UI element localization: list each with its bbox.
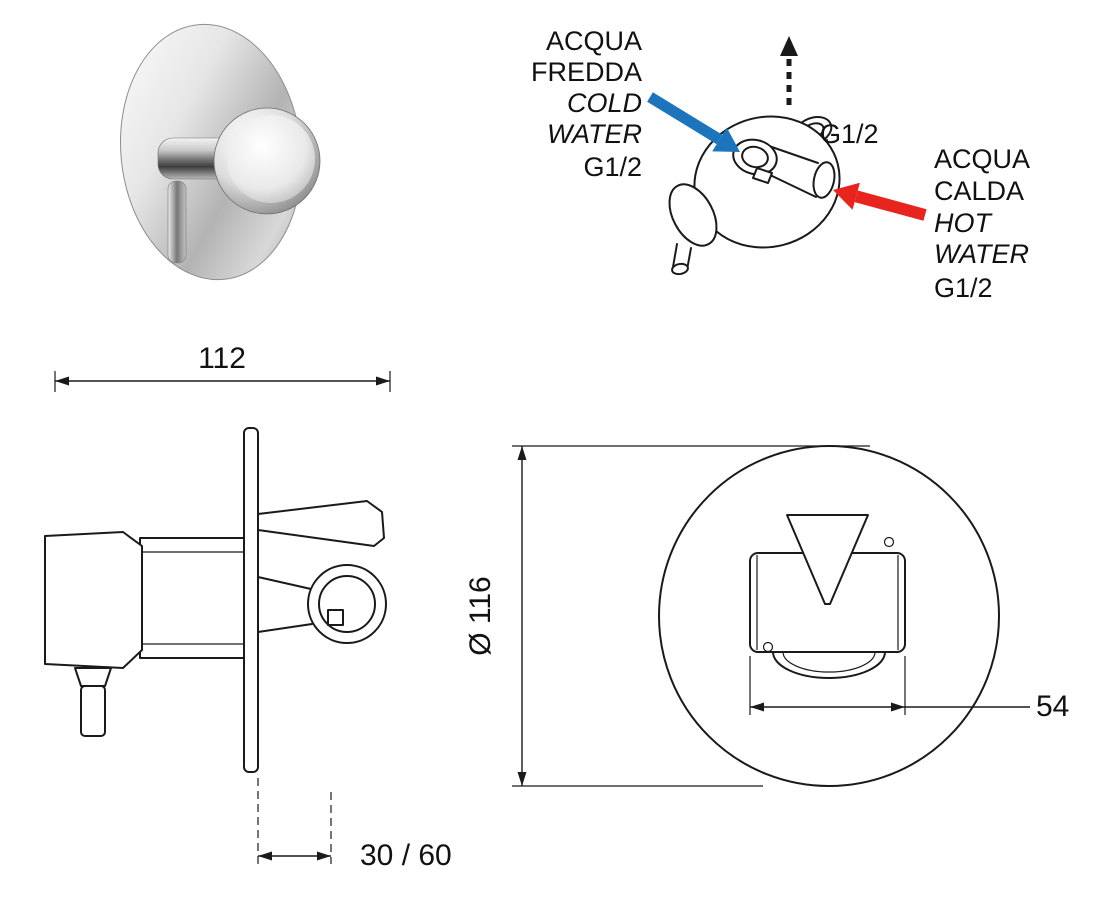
cold-water-arrow-icon [647,92,740,152]
lower-port [668,183,718,247]
hot-label-line-4: WATER [934,239,1029,269]
product-photo [100,3,362,300]
side-view-art: 112 30 / [44,342,452,872]
screw-top-right [883,536,895,548]
cold-water-label: ACQUA FREDDA COLD WATER G1/2 [531,26,642,182]
mixer-handle-pin [167,180,187,264]
screw-bottom-left [762,641,774,653]
mixer-cap-face [227,115,315,203]
hot-label-line-2: CALDA [934,176,1024,206]
dimension-112: 112 [54,342,391,392]
front-view-drawing: Ø 116 54 [464,423,1090,810]
connection-diagram: ACQUA FREDDA COLD WATER G1/2 ACQUA CALDA… [510,10,1045,337]
dimension-30-60: 30 / 60 [257,778,452,872]
hot-inlet-port [812,161,836,199]
wall-plate-edge [243,427,259,773]
hot-water-arrow-icon [833,182,927,221]
side-view-line-art [44,427,387,773]
dimension-30-60-value: 30 / 60 [360,839,452,872]
outlet-bracket [257,500,385,547]
mixer-photo-art [119,23,321,281]
dimension-diameter-value: Ø 116 [468,576,497,656]
handle-lever [74,667,112,687]
outlet-thread-label: G1/2 [820,119,879,149]
dimension-54: 54 [749,656,1069,723]
dimension-54-value: 54 [1036,690,1069,723]
cold-label-line-1: ACQUA [546,26,642,56]
front-view-art: Ø 116 54 [464,445,1069,787]
hot-label-line-3: HOT [934,208,994,238]
handle-grip [44,531,143,669]
rough-in-body [749,514,906,679]
dimension-112-value: 112 [198,342,246,375]
cold-label-line-4: WATER [547,119,642,149]
cartridge-body [139,537,245,659]
cold-label-thread: G1/2 [583,152,642,182]
hot-label-thread: G1/2 [934,273,993,303]
body-chevron [786,514,869,605]
dimension-diameter-116: Ø 116 [464,445,870,787]
hot-label-line-1: ACQUA [934,144,1030,174]
connection-diagram-art: ACQUA FREDDA COLD WATER G1/2 ACQUA CALDA… [531,26,1030,303]
outlet-direction-arrow-icon [780,36,798,105]
hot-water-label: ACQUA CALDA HOT WATER G1/2 [934,144,1030,303]
valve-line-art [668,115,841,276]
cold-label-line-3: COLD [567,88,642,118]
cold-label-line-2: FREDDA [531,57,642,87]
side-view-drawing: 112 30 / [35,340,515,897]
